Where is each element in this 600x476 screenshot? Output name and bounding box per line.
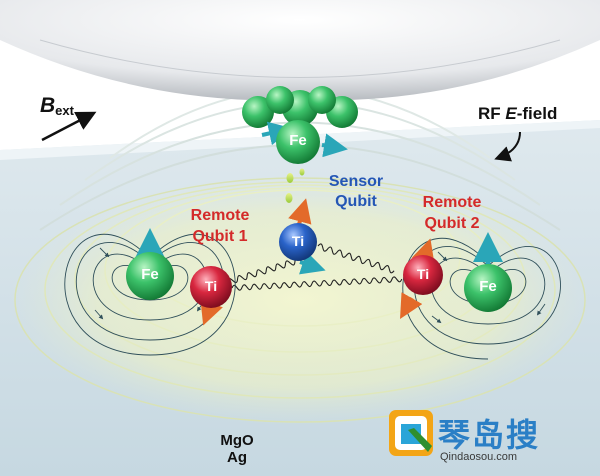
substrate-mgo: MgO [220, 432, 254, 449]
stm-tip [0, 0, 600, 100]
remote2-ti-atom [403, 255, 443, 295]
substrate-label: MgO Ag [212, 432, 262, 466]
b-ext-main: B [40, 94, 56, 117]
tip-fe-atom [276, 120, 320, 164]
sensor-spin-side-arrow [299, 251, 326, 275]
watermark-url-text: Qindaosou.com [440, 451, 518, 463]
remote2-line2: Qubit 2 [424, 215, 480, 232]
remote2-ti-label: Ti [416, 266, 430, 282]
left-fe-label: Fe [141, 266, 159, 283]
remote2-spin-down-arrow [400, 292, 423, 319]
sensor-line2: Qubit [335, 193, 377, 210]
sensor-ti-label: Ti [291, 233, 305, 249]
sensor-line1: Sensor [328, 173, 384, 190]
sensor-ti-atom [279, 223, 317, 261]
rf-field-arrow [494, 131, 521, 162]
right-fe-label: Fe [479, 278, 497, 295]
remote1-line2: Qubit 1 [192, 228, 248, 245]
remote-qubit-1-label: Remote Qubit 1 [178, 205, 262, 247]
remote1-ti-atom [190, 266, 232, 308]
left-fe-atom [126, 252, 174, 300]
tip-atom-cluster [242, 86, 358, 158]
rf-italic-e: E [505, 104, 517, 123]
remote1-line1: Remote [190, 207, 250, 224]
rf-prefix: RF [478, 104, 506, 123]
remote-qubit-2-label: Remote Qubit 2 [410, 192, 494, 234]
coupling-spring-long [231, 276, 403, 291]
rf-suffix: -field [516, 104, 558, 123]
tip-fe-label: Fe [289, 132, 307, 149]
b-ext-label: Bext [40, 94, 74, 118]
coupling-spring-left [227, 257, 306, 284]
substrate-ag: Ag [227, 449, 247, 466]
left-fe-field-lines [64, 233, 236, 356]
rf-e-field-label: RF E-field [478, 104, 557, 124]
remote1-ti-label: Ti [204, 278, 218, 294]
watermark-logo [389, 410, 433, 456]
coupling-spring-right [317, 243, 395, 274]
sensor-qubit-label: Sensor Qubit [316, 172, 396, 212]
remote2-line1: Remote [422, 194, 482, 211]
right-fe-atom [464, 264, 512, 312]
b-ext-arrow [41, 111, 97, 142]
b-ext-sub: ext [55, 103, 74, 118]
watermark-cn-text: 琴岛搜 [438, 417, 541, 453]
